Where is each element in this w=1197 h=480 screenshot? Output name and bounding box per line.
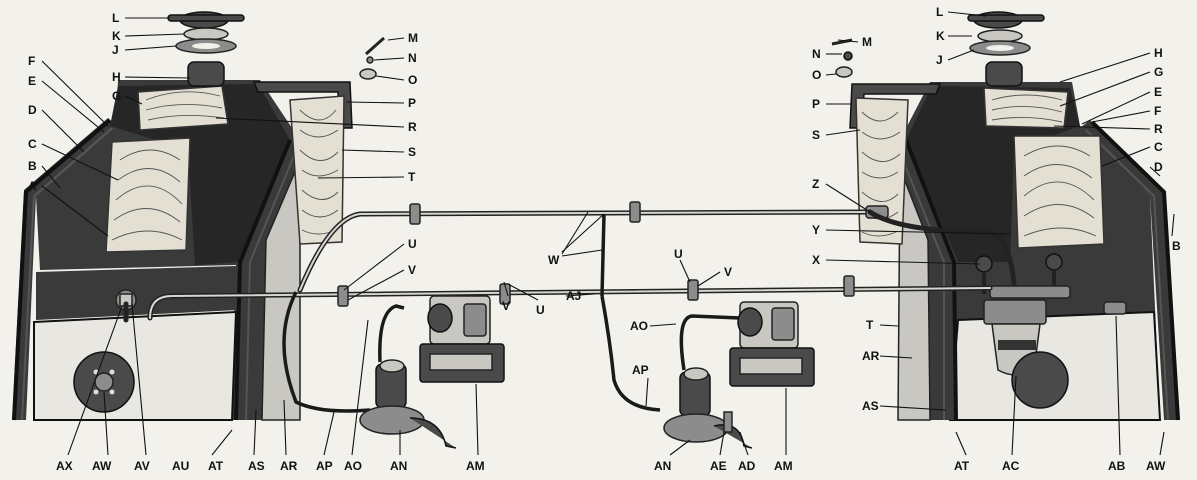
label-P: P bbox=[408, 96, 416, 110]
label-V-right: V bbox=[724, 265, 732, 279]
label-V-center: V bbox=[502, 299, 510, 313]
label-AP: AP bbox=[316, 459, 333, 473]
label-H-right: H bbox=[1154, 46, 1163, 60]
right-fuel-tank bbox=[849, 61, 1180, 421]
label-AW: AW bbox=[92, 459, 112, 473]
left-side-wood-block bbox=[289, 95, 345, 245]
label-B-right: B bbox=[1172, 239, 1181, 253]
label-H: H bbox=[112, 70, 121, 84]
label-AN: AN bbox=[390, 459, 407, 473]
label-R: R bbox=[408, 120, 417, 134]
label-F: F bbox=[28, 54, 35, 68]
label-G: G bbox=[112, 89, 121, 103]
left-top-wood-pad bbox=[137, 85, 229, 131]
label-AC: AC bbox=[1002, 459, 1020, 473]
label-G-right: G bbox=[1154, 65, 1163, 79]
label-J-right: J bbox=[936, 53, 943, 67]
label-AW-right: AW bbox=[1146, 459, 1166, 473]
label-O-right: O bbox=[812, 68, 821, 82]
label-AT-right: AT bbox=[954, 459, 970, 473]
label-X: X bbox=[812, 253, 820, 267]
label-V: V bbox=[408, 263, 416, 277]
label-AD: AD bbox=[738, 459, 756, 473]
label-Z: Z bbox=[812, 177, 819, 191]
right-fuel-filter-head bbox=[983, 299, 1047, 325]
left-carburetor bbox=[419, 295, 505, 383]
label-D: D bbox=[28, 103, 37, 117]
label-AU: AU bbox=[172, 459, 189, 473]
label-F-right: F bbox=[1154, 104, 1161, 118]
label-AE: AE bbox=[710, 459, 727, 473]
label-D-right: D bbox=[1154, 160, 1163, 174]
label-AS: AS bbox=[248, 459, 265, 473]
label-AS-right: AS bbox=[862, 399, 879, 413]
label-A: A bbox=[28, 179, 37, 193]
label-AR-right: AR bbox=[862, 349, 880, 363]
left-fuel-tank bbox=[12, 61, 353, 421]
label-L: L bbox=[112, 11, 119, 25]
left-front-wood-pad bbox=[105, 137, 191, 253]
label-C-right: C bbox=[1154, 140, 1163, 154]
label-N: N bbox=[408, 51, 417, 65]
fuel-lines bbox=[123, 201, 1017, 412]
label-U-right: U bbox=[674, 247, 683, 261]
label-S-right: S bbox=[812, 128, 820, 142]
label-K: K bbox=[112, 29, 121, 43]
label-AM-right: AM bbox=[774, 459, 793, 473]
label-T: T bbox=[408, 170, 416, 184]
left-filler-neck bbox=[187, 61, 225, 87]
left-fuel-pump bbox=[359, 304, 457, 449]
label-T-right: T bbox=[866, 318, 874, 332]
right-drain-fitting bbox=[1103, 301, 1127, 315]
leader-lines bbox=[41, 11, 1175, 456]
left-fuel-hose bbox=[282, 291, 371, 413]
label-N-right: N bbox=[812, 47, 821, 61]
left-tank-end-panel bbox=[33, 310, 238, 421]
label-AT: AT bbox=[208, 459, 224, 473]
label-AR: AR bbox=[280, 459, 298, 473]
label-AM: AM bbox=[466, 459, 485, 473]
left-filler-cap-parts bbox=[167, 11, 245, 54]
label-M-right: M bbox=[862, 35, 872, 49]
label-K-right: K bbox=[936, 29, 945, 43]
right-carburetor bbox=[729, 301, 815, 387]
label-Y: Y bbox=[812, 223, 820, 237]
label-AV: AV bbox=[134, 459, 150, 473]
right-bolt-parts bbox=[831, 38, 853, 78]
right-shutoff-valve-2 bbox=[1045, 253, 1063, 271]
callout-labels: L K J H G F E D C B A M N O P R S T U V … bbox=[28, 5, 1181, 473]
label-R-right: R bbox=[1154, 122, 1163, 136]
right-front-wood-pad bbox=[1013, 135, 1105, 249]
label-E-right: E bbox=[1154, 85, 1162, 99]
label-E: E bbox=[28, 74, 36, 88]
label-J: J bbox=[112, 43, 119, 57]
label-AO-right: AO bbox=[630, 319, 648, 333]
right-top-wood-pad bbox=[983, 87, 1069, 129]
right-fuel-pump bbox=[663, 314, 753, 449]
right-filler-neck bbox=[985, 61, 1023, 87]
label-AN-right: AN bbox=[654, 459, 671, 473]
label-M: M bbox=[408, 31, 418, 45]
label-P-right: P bbox=[812, 97, 820, 111]
label-O: O bbox=[408, 73, 417, 87]
label-S: S bbox=[408, 145, 416, 159]
label-W: W bbox=[548, 253, 560, 267]
label-AB: AB bbox=[1108, 459, 1126, 473]
label-B: B bbox=[28, 159, 37, 173]
label-AJ: AJ bbox=[566, 289, 581, 303]
label-AX: AX bbox=[56, 459, 73, 473]
label-U-center: U bbox=[536, 303, 545, 317]
label-U: U bbox=[408, 237, 417, 251]
label-AO: AO bbox=[344, 459, 362, 473]
left-bolt-parts bbox=[359, 36, 385, 80]
right-filler-cap-parts bbox=[967, 11, 1045, 56]
label-L-right: L bbox=[936, 5, 943, 19]
label-AP-right: AP bbox=[632, 363, 649, 377]
label-C: C bbox=[28, 137, 37, 151]
